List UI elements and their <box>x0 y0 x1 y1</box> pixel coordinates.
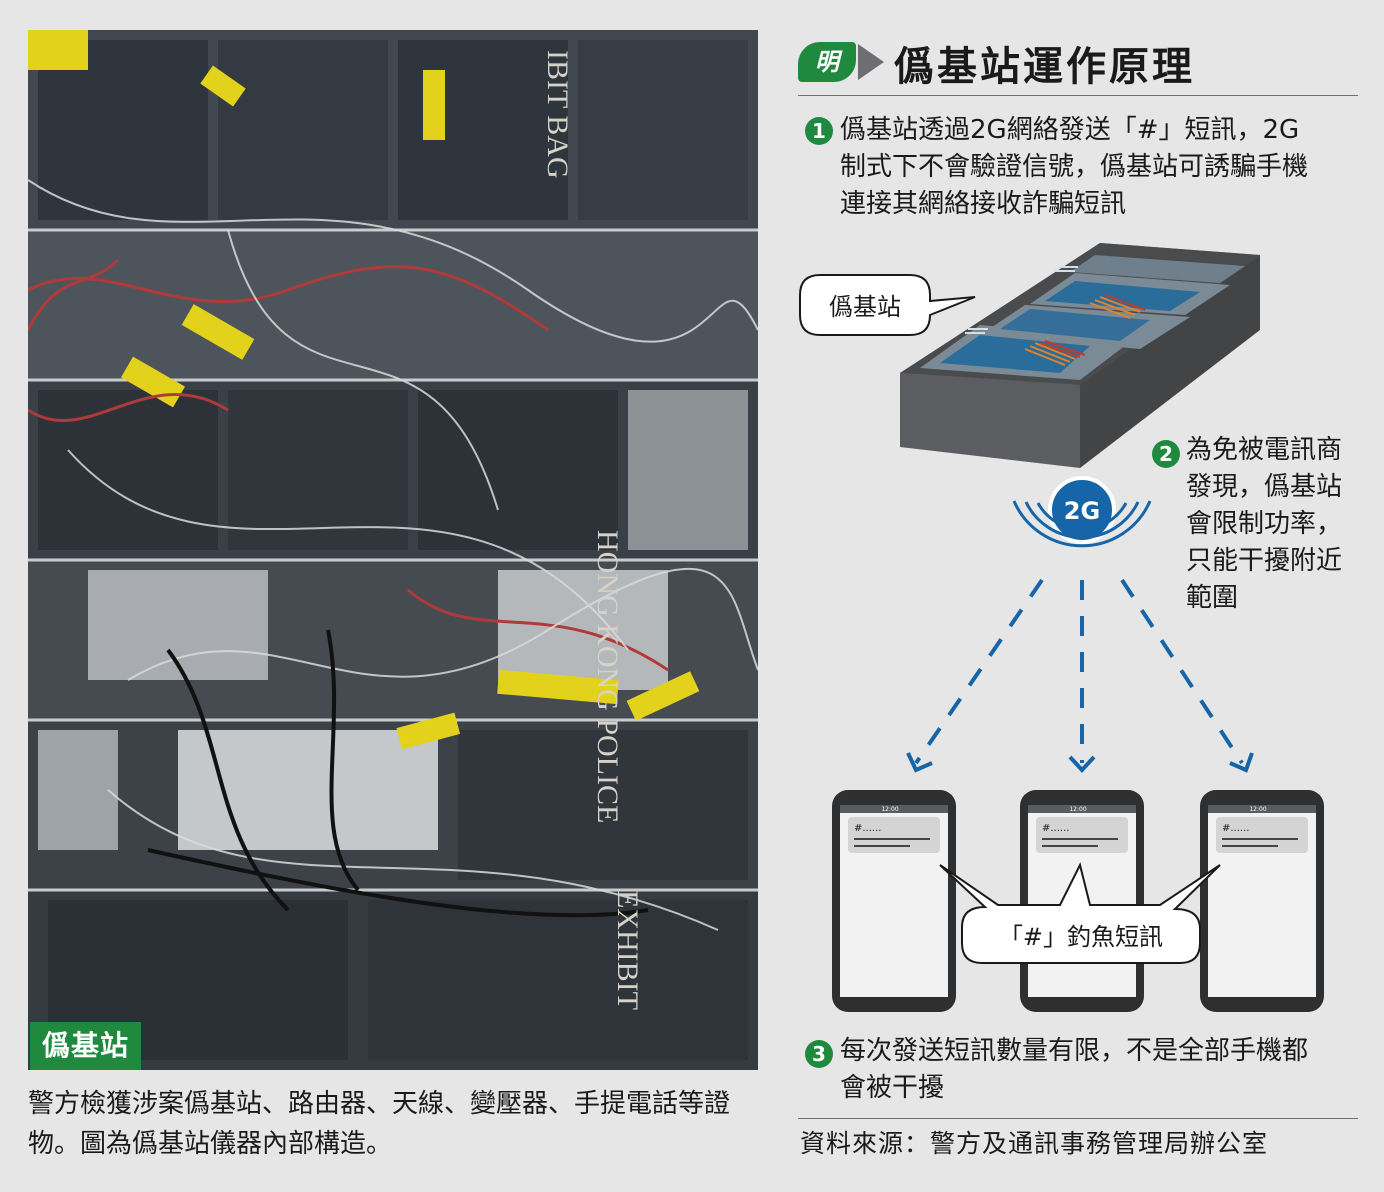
phone-center-time: 12:00 <box>1069 806 1086 813</box>
phone-right-message: #...... <box>1222 823 1249 834</box>
watermark-top: IBIT BAG <box>541 50 574 179</box>
diagram: 僞基站 2G #...... 12:00 #...... 1 <box>799 243 1324 1012</box>
step-2-line-5: 範圍 <box>1186 583 1239 613</box>
step-2-line-2: 發現，僞基站 <box>1186 472 1343 502</box>
step-2-line-3: 會限制功率， <box>1186 509 1343 539</box>
photo-caption: 警方檢獲涉案僞基站、路由器、天線、變壓器、手提電話等證物。圖為僞基站儀器內部構造… <box>28 1089 731 1159</box>
step-2-number: 2 <box>1152 440 1180 468</box>
phone-center-message: #...... <box>1042 823 1069 834</box>
badge-arrow-icon <box>858 44 884 80</box>
step-2-text: 為免被電訊商 發現，僞基站 會限制功率， 只能干擾附近 範圍 <box>1186 432 1342 617</box>
sms-bubble: 「#」釣魚短訊 <box>939 862 1221 964</box>
arrow-head-right-icon <box>1229 752 1254 773</box>
step-3-line-1: 每次發送短訊數量有限，不是全部手機都 <box>840 1036 1309 1066</box>
base-station-device <box>900 243 1260 468</box>
step-2-line-4: 只能干擾附近 <box>1186 546 1343 576</box>
step-2-line-1: 為免被電訊商 <box>1186 435 1343 465</box>
step-1-line-3: 連接其網絡接收詐騙短訊 <box>840 189 1127 219</box>
step-3-number: 3 <box>805 1040 833 1068</box>
photo-tag: 僞基站 <box>30 1022 142 1070</box>
step-1-text: 僞基站透過2G網絡發送「#」短訊，2G 制式下不會驗證信號，僞基站可誘騙手機 連… <box>840 112 1308 223</box>
evidence-photo: IBIT BAG HONG KONG POLICE EXHIBIT <box>28 30 758 1070</box>
step-1-line-2: 制式下不會驗證信號，僞基站可誘騙手機 <box>840 152 1309 182</box>
arrow-head-center-icon <box>1068 755 1096 773</box>
source-text: 資料來源：警方及通訊事務管理局辦公室 <box>800 1129 1269 1158</box>
signal-arrows <box>914 578 1244 765</box>
watermark-exhibit: EXHIBIT <box>611 890 644 1010</box>
step-3-line-2: 會被干擾 <box>840 1073 945 1103</box>
brand-badge: 明 <box>798 42 856 82</box>
step-1-line-1: 僞基站透過2G網絡發送「#」短訊，2G <box>840 115 1300 145</box>
device-interior-image: IBIT BAG HONG KONG POLICE EXHIBIT <box>28 30 758 1070</box>
phone-left: #...... 12:00 <box>832 790 956 1012</box>
device-label-bubble: 僞基站 <box>799 274 976 336</box>
watermark-police: HONG KONG POLICE <box>591 530 624 823</box>
phone-left-time: 12:00 <box>881 806 898 813</box>
title-divider <box>798 95 1358 96</box>
phone-right-time: 12:00 <box>1249 806 1266 813</box>
signal-icon <box>1012 476 1152 548</box>
step-1-number: 1 <box>805 117 833 145</box>
source-divider <box>798 1118 1358 1119</box>
page-title: 僞基站運作原理 <box>894 44 1195 90</box>
device-label: 僞基站 <box>829 293 901 321</box>
phone-right: #...... 12:00 <box>1200 790 1324 1012</box>
phone-left-message: #...... <box>854 823 881 834</box>
arrow-head-left-icon <box>906 752 933 773</box>
sms-bubble-label: 「#」釣魚短訊 <box>999 923 1163 951</box>
signal-label: 2G <box>1064 497 1100 525</box>
step-3-text: 每次發送短訊數量有限，不是全部手機都 會被干擾 <box>840 1033 1308 1107</box>
